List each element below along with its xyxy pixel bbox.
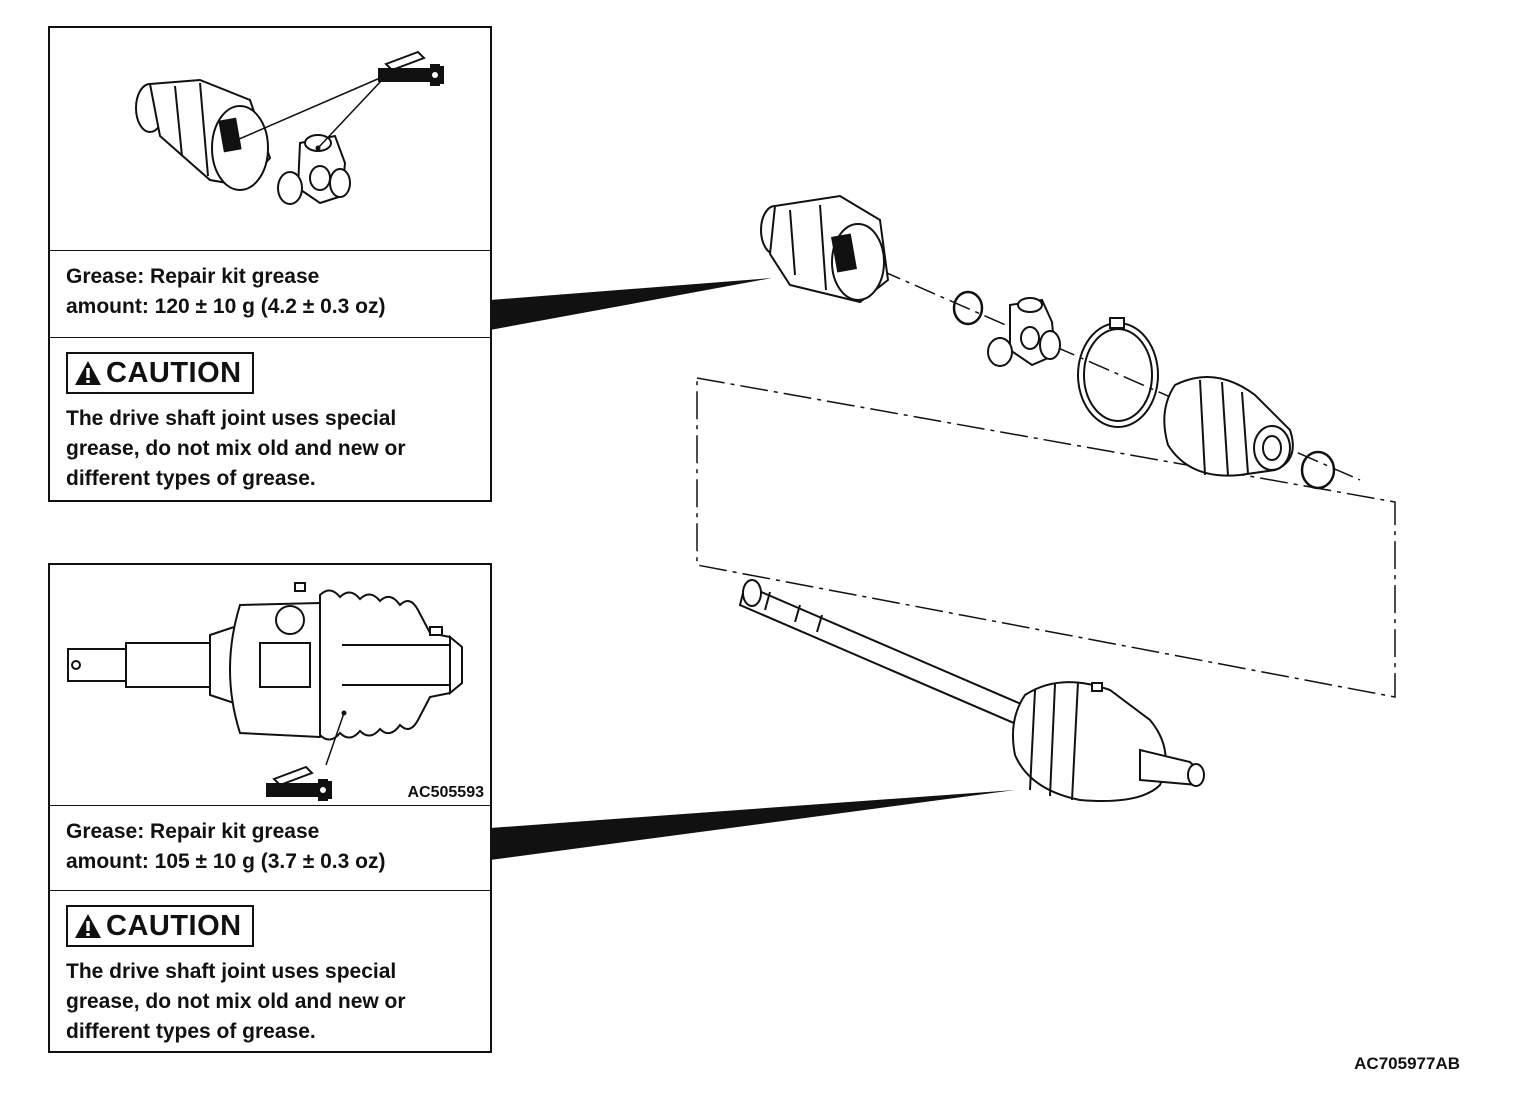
upper-detail-illustration bbox=[135, 50, 444, 205]
lower-caution-badge: CAUTION bbox=[66, 905, 254, 947]
upper-caution: CAUTION The drive shaft joint uses speci… bbox=[50, 338, 490, 500]
lower-leader-wedge bbox=[490, 790, 1015, 860]
lower-grease-spec: Grease: Repair kit grease amount: 105 ± … bbox=[50, 805, 490, 891]
snap-ring-lower bbox=[1300, 450, 1336, 490]
lower-caution-line1: The drive shaft joint uses special bbox=[66, 960, 397, 983]
upper-caution-line3: different types of grease. bbox=[66, 467, 316, 490]
lower-figure-code: AC505593 bbox=[407, 784, 485, 801]
upper-caution-badge: CAUTION bbox=[66, 352, 254, 394]
boot-band bbox=[1077, 317, 1159, 428]
lower-grease-line1: Grease: Repair kit grease bbox=[66, 820, 320, 843]
tripod bbox=[987, 297, 1061, 367]
lower-caution-label: CAUTION bbox=[106, 909, 242, 942]
upper-grease-line2: amount: 120 ± 10 g (4.2 ± 0.3 oz) bbox=[66, 295, 386, 318]
lower-panel-figure: AC505593 bbox=[50, 565, 490, 806]
lower-caution-line2: grease, do not mix old and new or bbox=[66, 990, 406, 1013]
detail-joint-housing bbox=[229, 582, 341, 739]
outer-boot bbox=[1012, 681, 1205, 802]
warning-triangle-icon bbox=[75, 361, 101, 385]
snap-ring-upper bbox=[952, 290, 984, 326]
upper-grease-line1: Grease: Repair kit grease bbox=[66, 265, 320, 288]
upper-caution-label: CAUTION bbox=[106, 356, 242, 389]
upper-grease-spec: Grease: Repair kit grease amount: 120 ± … bbox=[50, 250, 490, 338]
lower-grease-line2: amount: 105 ± 10 g (3.7 ± 0.3 oz) bbox=[66, 850, 386, 873]
drive-shaft bbox=[738, 579, 1037, 732]
inner-boot bbox=[1163, 376, 1294, 477]
lower-caution: CAUTION The drive shaft joint uses speci… bbox=[50, 891, 490, 1051]
grease-gun-icon bbox=[266, 765, 332, 801]
warning-triangle-icon bbox=[75, 914, 101, 938]
lower-detail-illustration bbox=[67, 582, 463, 801]
grease-gun-icon bbox=[378, 50, 444, 86]
lower-caution-text: The drive shaft joint uses special greas… bbox=[66, 957, 490, 1047]
upper-caution-text: The drive shaft joint uses special greas… bbox=[66, 404, 490, 494]
detail-tripod bbox=[277, 134, 351, 205]
upper-leader-wedge bbox=[490, 278, 772, 330]
detail-shaft-stub bbox=[67, 623, 241, 707]
tripod-joint-housing bbox=[760, 194, 890, 304]
upper-caution-line1: The drive shaft joint uses special bbox=[66, 407, 397, 430]
lower-callout-panel: AC505593 Grease: Repair kit grease amoun… bbox=[48, 563, 492, 1053]
assembly-outline bbox=[696, 377, 1396, 698]
upper-callout-panel: Grease: Repair kit grease amount: 120 ± … bbox=[48, 26, 492, 502]
upper-caution-line2: grease, do not mix old and new or bbox=[66, 437, 406, 460]
detail-housing bbox=[135, 78, 272, 191]
detail-boot-bellows bbox=[319, 589, 451, 741]
lower-caution-line3: different types of grease. bbox=[66, 1020, 316, 1043]
document-code: AC705977AB bbox=[1354, 1054, 1460, 1073]
upper-panel-figure bbox=[50, 28, 490, 251]
